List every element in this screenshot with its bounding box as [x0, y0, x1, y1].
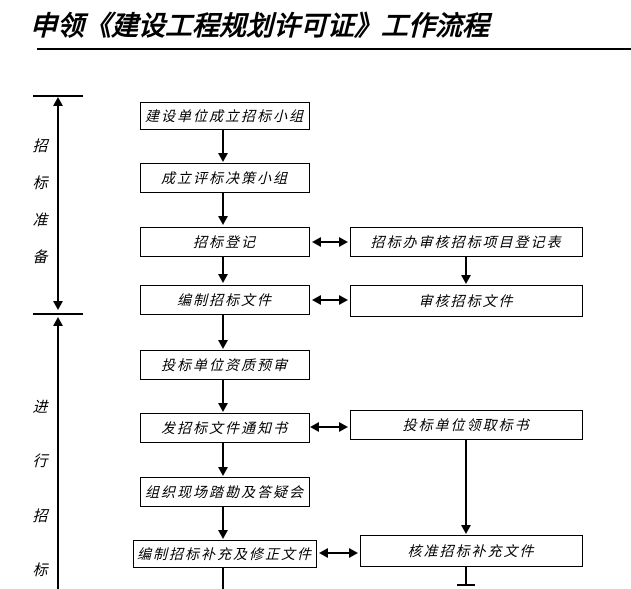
flow-box-bid-registration: 招标登记 [140, 227, 310, 257]
connector-box1-box2 [222, 130, 224, 154]
arrow-right-icon [339, 295, 348, 305]
flow-box-bidder-collect-documents: 投标单位领取标书 [350, 410, 583, 440]
phase1-bracket-line [57, 101, 59, 307]
connector-box5-box6 [222, 380, 224, 404]
arrow-down-icon [218, 530, 228, 539]
connector-box2-box3 [222, 193, 224, 217]
title-underline [37, 48, 631, 50]
flow-box-evaluation-group: 成立评标决策小组 [140, 163, 310, 193]
connector-rbox3-rbox4 [465, 440, 467, 525]
connector-box4-box5 [222, 315, 224, 341]
flow-box-prepare-bid-documents: 编制招标文件 [140, 285, 310, 315]
phase1-arrow-up-icon [53, 97, 63, 106]
connector-rbox1-rbox2 [465, 257, 467, 275]
flow-box-site-survey-meeting: 组织现场踏勘及答疑会 [140, 477, 310, 507]
arrow-down-icon [218, 403, 228, 412]
flow-box-bidder-prequalification: 投标单位资质预审 [140, 350, 310, 380]
arrow-left-icon [319, 548, 328, 558]
connector-box6-rbox3 [316, 426, 342, 428]
arrow-down-icon [218, 467, 228, 476]
phase2-char: 行 [32, 454, 48, 471]
connector-box6-box7 [222, 443, 224, 468]
phase-label-bidding: 进 行 招 标 [30, 396, 50, 580]
connector-box8-rbox4 [325, 552, 351, 554]
phase2-char: 标 [32, 562, 48, 579]
phase1-char: 招 [32, 139, 48, 155]
connector-box8-continues [222, 568, 224, 589]
arrow-right-icon [339, 422, 348, 432]
arrow-down-icon [218, 340, 228, 349]
arrow-left-icon [312, 295, 321, 305]
phase-label-preparation: 招 标 准 备 [30, 135, 50, 267]
phase2-top-tick [33, 313, 83, 315]
terminator-bar [457, 584, 475, 586]
arrow-down-icon [218, 216, 228, 225]
phase1-top-tick [33, 95, 83, 97]
flow-box-review-bid-documents: 审核招标文件 [350, 285, 583, 317]
phase1-char: 准 [32, 213, 48, 229]
phase2-char: 进 [32, 400, 48, 416]
arrow-left-icon [310, 422, 319, 432]
flow-box-approve-supplementary: 核准招标补充文件 [360, 535, 583, 567]
connector-rbox4-terminator [465, 567, 467, 585]
phase1-char: 标 [32, 176, 48, 192]
arrow-down-icon [461, 525, 471, 534]
arrow-down-icon [461, 275, 471, 284]
phase2-arrow-up-icon [53, 317, 63, 326]
arrow-left-icon [312, 237, 321, 247]
arrow-down-icon [218, 274, 228, 283]
arrow-down-icon [218, 153, 228, 162]
flow-box-setup-bid-team: 建设单位成立招标小组 [140, 102, 310, 130]
flow-box-issue-bid-notice: 发招标文件通知书 [140, 413, 310, 443]
arrow-right-icon [339, 237, 348, 247]
phase2-char: 招 [32, 508, 48, 525]
arrow-right-icon [349, 548, 358, 558]
connector-box3-box4 [222, 257, 224, 274]
phase1-arrow-down-icon [53, 301, 63, 310]
connector-box7-box8 [222, 507, 224, 531]
flow-box-supplementary-documents: 编制招标补充及修正文件 [133, 540, 317, 568]
page-title: 申领《建设工程规划许可证》工作流程 [30, 11, 489, 41]
phase1-char: 备 [32, 250, 48, 266]
flow-box-review-registration-form: 招标办审核招标项目登记表 [350, 227, 583, 257]
connector-box3-rbox1 [318, 241, 342, 243]
connector-box4-rbox2 [318, 299, 342, 301]
phase2-bracket-line [57, 321, 59, 589]
